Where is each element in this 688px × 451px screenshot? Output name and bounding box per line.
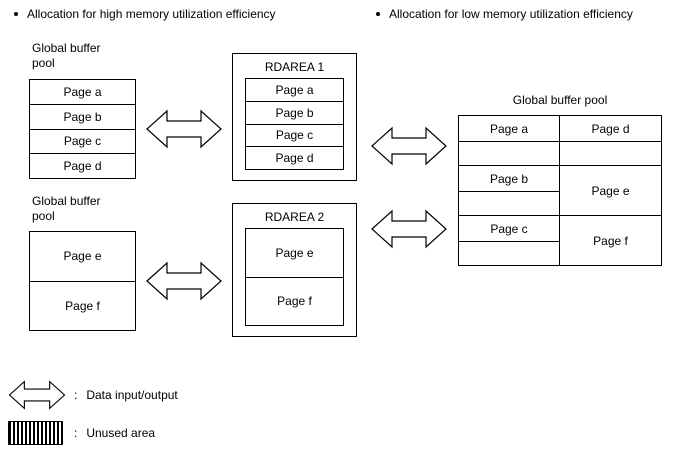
legend-separator: :	[74, 388, 78, 402]
rdarea-1-title: RDAREA 1	[264, 60, 325, 74]
buffer-pool-2-table: Page e Page f	[29, 231, 136, 331]
bullet-icon	[14, 12, 18, 16]
buffer-pool-1-table: Page a Page b Page c Page d	[29, 79, 136, 179]
bullet-icon	[376, 12, 380, 16]
table-row: Page a	[246, 79, 343, 102]
double-headed-arrow-icon	[146, 109, 222, 149]
rdarea-2-title: RDAREA 2	[264, 210, 325, 224]
data-io-arrow-pool2-rdarea2	[145, 259, 223, 303]
double-headed-arrow-icon	[371, 209, 447, 249]
table-row: Page c	[459, 216, 559, 241]
heading-high-efficiency: Allocation for high memory utilization e…	[14, 7, 276, 21]
legend-label-data-io: Data input/output	[86, 388, 178, 402]
table-row: Page b	[30, 104, 135, 130]
heading-high-efficiency-label: Allocation for high memory utilization e…	[27, 7, 276, 21]
table-row: Page e	[30, 232, 135, 282]
table-row: Page f	[246, 277, 343, 325]
double-headed-arrow-icon	[371, 126, 447, 166]
data-io-arrow-rdarea2-pool	[370, 207, 448, 251]
table-row: Page c	[30, 129, 135, 155]
rdarea-1-table: Page a Page b Page c Page d	[245, 78, 344, 170]
legend-item-data-io: : Data input/output	[8, 378, 178, 412]
legend-label-unused-area: Unused area	[86, 426, 156, 440]
legend-arrow-wrap	[8, 378, 66, 412]
unused-area-swatch-icon	[8, 421, 63, 445]
table-row: Page d	[560, 116, 661, 141]
table-row: Page f	[30, 281, 135, 330]
table-row: Page f	[560, 216, 661, 265]
table-row: Page a	[30, 80, 135, 105]
table-row: Page d	[246, 147, 343, 169]
table-row: Page d	[30, 154, 135, 178]
buffer-pool-2-label: Global buffer pool	[32, 194, 101, 223]
legend-separator: :	[74, 426, 78, 440]
low-efficiency-pool-table: Page a Page b Page c Page d Page e Page …	[458, 115, 662, 266]
low-efficiency-left-column: Page a Page b Page c	[459, 116, 560, 265]
table-row: Page e	[246, 229, 343, 278]
table-row: Page b	[459, 166, 559, 191]
low-efficiency-pool-label: Global buffer pool	[512, 93, 608, 107]
heading-low-efficiency-label: Allocation for low memory utilization ef…	[389, 7, 633, 21]
legend-item-unused-area: : Unused area	[8, 421, 155, 445]
double-headed-arrow-icon	[146, 261, 222, 301]
unused-area-cell	[459, 141, 559, 166]
buffer-pool-1-label: Global buffer pool	[32, 41, 101, 70]
data-io-arrow-pool1-rdarea1	[145, 107, 223, 151]
data-io-arrow-rdarea1-pool	[370, 124, 448, 168]
unused-area-cell	[560, 141, 661, 166]
table-row: Page c	[246, 124, 343, 148]
unused-area-cell	[459, 241, 559, 265]
double-headed-arrow-icon	[8, 380, 66, 410]
table-row: Page a	[459, 116, 559, 141]
low-efficiency-right-column: Page d Page e Page f	[560, 116, 661, 265]
table-row: Page e	[560, 166, 661, 216]
table-row: Page b	[246, 101, 343, 125]
unused-area-cell	[459, 191, 559, 216]
heading-low-efficiency: Allocation for low memory utilization ef…	[376, 7, 633, 21]
rdarea-2-table: Page e Page f	[245, 228, 344, 326]
